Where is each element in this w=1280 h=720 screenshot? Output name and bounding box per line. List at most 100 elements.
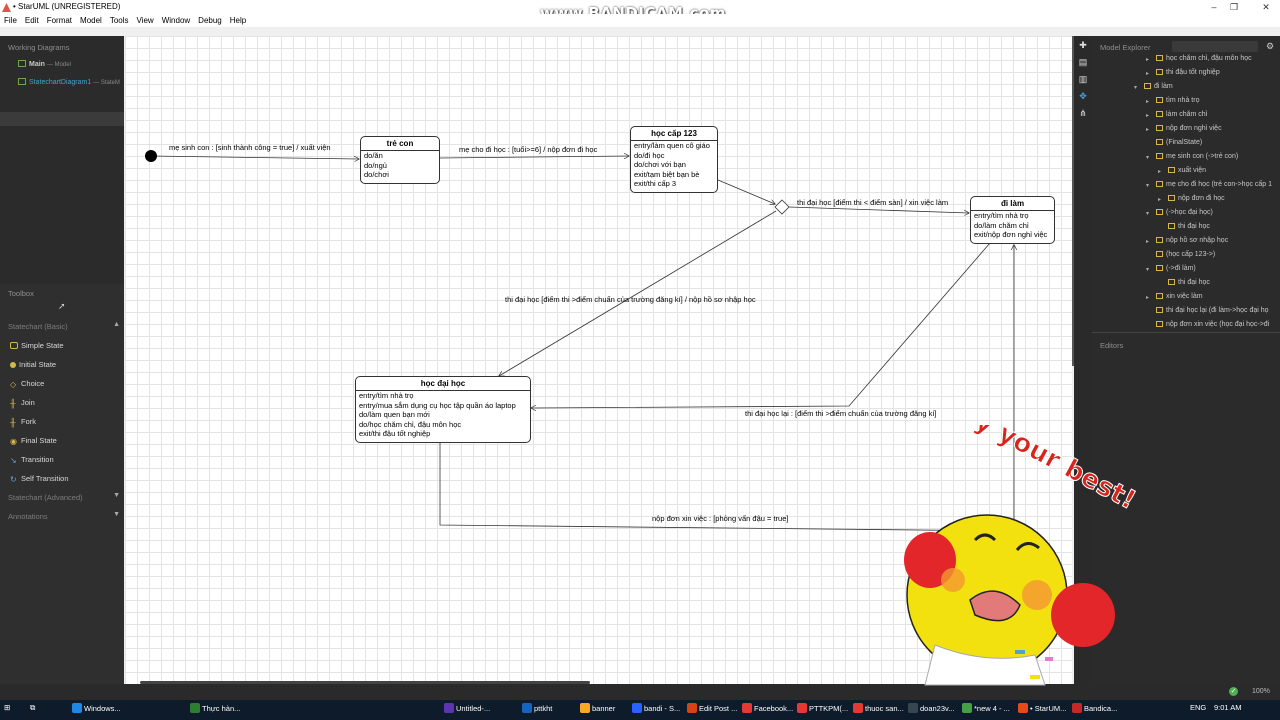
- puzzle-icon[interactable]: ✚: [1079, 40, 1087, 50]
- section-statechart-basic[interactable]: Statechart (Basic): [8, 322, 68, 331]
- model-explorer-item[interactable]: (FinalState): [1156, 139, 1202, 146]
- tree-collapse-icon[interactable]: ▾: [1146, 267, 1150, 273]
- model-explorer-item[interactable]: thi đậu tốt nghiệp: [1156, 69, 1220, 76]
- taskbar-app[interactable]: Windows...: [72, 703, 121, 713]
- model-explorer-item[interactable]: xin việc làm: [1156, 293, 1203, 300]
- state-hoc-dai-hoc[interactable]: học đại học entry/tìm nhà trọ entry/mua …: [355, 376, 531, 443]
- navigator-icon[interactable]: ✥: [1079, 91, 1087, 101]
- tree-collapse-icon[interactable]: ▾: [1146, 211, 1150, 217]
- tool-self-transition[interactable]: ↻Self Transition: [10, 474, 69, 484]
- model-explorer-item[interactable]: nộp đơn nghỉ việc: [1156, 125, 1222, 132]
- collapse-icon[interactable]: ▲: [113, 321, 120, 328]
- transition-arrow[interactable]: [439, 245, 1014, 532]
- model-explorer-item[interactable]: (->học đại học): [1156, 209, 1213, 216]
- tree-collapse-icon[interactable]: ▾: [1146, 155, 1150, 161]
- tool-final-state[interactable]: ◉Final State: [10, 436, 57, 446]
- transition-label[interactable]: mẹ sinh con : [sinh thành công = true] /…: [169, 143, 331, 152]
- pointer-tool-icon[interactable]: ➚: [58, 301, 66, 311]
- section-annotations[interactable]: Annotations: [8, 512, 48, 521]
- working-diagram-main[interactable]: Main — Model: [18, 60, 71, 68]
- transition-label[interactable]: thi đại học lại : [điểm thi >điểm chuẩn …: [745, 409, 937, 418]
- transition-arrow[interactable]: [717, 179, 775, 204]
- menu-tools[interactable]: Tools: [109, 16, 129, 25]
- taskbar-app[interactable]: Facebook...: [742, 703, 793, 713]
- model-explorer-item[interactable]: xuất viện: [1168, 167, 1206, 174]
- markdown-icon[interactable]: ▥: [1078, 74, 1088, 84]
- tree-expand-icon[interactable]: ▸: [1146, 71, 1150, 77]
- tree-expand-icon[interactable]: ▸: [1158, 197, 1162, 203]
- model-explorer-item[interactable]: đi làm: [1144, 83, 1173, 90]
- tool-join[interactable]: ╫Join: [10, 398, 35, 408]
- state-tre-con[interactable]: trẻ con do/ăn do/ngủ do/chơi: [360, 136, 440, 184]
- model-explorer-item[interactable]: tìm nhà trọ: [1156, 97, 1199, 104]
- initial-state[interactable]: [145, 150, 157, 162]
- tool-fork[interactable]: ╫Fork: [10, 417, 36, 427]
- expand-icon[interactable]: ▼: [113, 492, 120, 499]
- transition-arrow[interactable]: [531, 242, 991, 408]
- taskbar-language[interactable]: ENG: [1190, 703, 1207, 712]
- tree-expand-icon[interactable]: ▸: [1146, 113, 1150, 119]
- transition-label[interactable]: thi đại học [điểm thi >điểm chuẩn của tr…: [505, 295, 756, 304]
- transition-label[interactable]: mẹ cho đi học : [tuổi>=6] / nộp đơn đi h…: [459, 145, 598, 154]
- tree-expand-icon[interactable]: ▸: [1146, 127, 1150, 133]
- taskbar-app[interactable]: Untitled-...: [444, 703, 490, 713]
- taskbar-app[interactable]: bandi - S...: [632, 703, 680, 713]
- validation-ok-icon[interactable]: ✓: [1229, 687, 1238, 696]
- tree-collapse-icon[interactable]: ▾: [1134, 85, 1138, 91]
- model-explorer-item[interactable]: nộp đơn đi học: [1168, 195, 1225, 202]
- settings-gear-icon[interactable]: ⚙: [1266, 41, 1275, 51]
- choice-pseudostate[interactable]: [774, 199, 790, 215]
- tree-collapse-icon[interactable]: ▾: [1146, 183, 1150, 189]
- transition-label[interactable]: thi đại học [điểm thi < điểm sàn] / xin …: [797, 198, 949, 207]
- horizontal-scrollbar[interactable]: [140, 681, 590, 684]
- tree-expand-icon[interactable]: ▸: [1158, 169, 1162, 175]
- tool-transition[interactable]: ↘Transition: [10, 455, 54, 465]
- menu-format[interactable]: Format: [46, 16, 73, 25]
- menu-view[interactable]: View: [136, 16, 154, 25]
- menu-help[interactable]: Help: [229, 16, 247, 25]
- transition-arrow[interactable]: [499, 210, 777, 376]
- tree-expand-icon[interactable]: ▸: [1146, 99, 1150, 105]
- tool-simple-state[interactable]: Simple State: [10, 341, 64, 350]
- taskbar-app[interactable]: *new 4 - ...: [962, 703, 1010, 713]
- taskbar-app[interactable]: pttkht: [522, 703, 552, 713]
- menu-model[interactable]: Model: [80, 16, 102, 25]
- menu-edit[interactable]: Edit: [24, 16, 39, 25]
- state-di-lam[interactable]: đi làm entry/tìm nhà trọ do/làm chăm chỉ…: [970, 196, 1055, 244]
- transition-arrow[interactable]: [788, 206, 969, 213]
- taskbar-app[interactable]: PTTKPM(...: [797, 703, 848, 713]
- taskbar-app[interactable]: doan23v...: [908, 703, 954, 713]
- model-explorer-item[interactable]: (->đi làm): [1156, 265, 1196, 272]
- model-explorer-item[interactable]: nộp đơn xin việc (học đại học->đi: [1156, 321, 1269, 328]
- model-explorer-item[interactable]: thi đại học: [1168, 223, 1210, 230]
- taskbar-app[interactable]: Bandica...: [1072, 703, 1117, 713]
- menu-file[interactable]: File: [4, 16, 17, 25]
- vertical-scrollbar[interactable]: [1072, 36, 1074, 366]
- tree-expand-icon[interactable]: ▸: [1146, 295, 1150, 301]
- taskbar-app[interactable]: Thực hàn...: [190, 703, 240, 713]
- model-explorer-item[interactable]: (học cấp 123->): [1156, 251, 1215, 258]
- tree-expand-icon[interactable]: ▸: [1146, 57, 1150, 63]
- taskbar-app[interactable]: thuoc san...: [853, 703, 904, 713]
- share-icon[interactable]: ⋔: [1079, 108, 1087, 118]
- windows-start-icon[interactable]: ⊞: [4, 703, 11, 712]
- section-statechart-advanced[interactable]: Statechart (Advanced): [8, 493, 83, 502]
- task-view-icon[interactable]: ⧉: [30, 703, 36, 712]
- transition-arrow[interactable]: [150, 155, 359, 159]
- state-hoc-cap-123[interactable]: học cấp 123 entry/làm quen cô giáo do/đi…: [630, 126, 718, 193]
- model-explorer-item[interactable]: thi đại học: [1168, 279, 1210, 286]
- menu-window[interactable]: Window: [161, 16, 191, 25]
- model-explorer-item[interactable]: thi đại học lại (đi làm->học đại họ: [1156, 307, 1269, 314]
- model-explorer-item[interactable]: học chăm chỉ, đậu môn học: [1156, 55, 1252, 62]
- model-explorer-item[interactable]: mẹ sinh con (->trẻ con): [1156, 153, 1238, 160]
- taskbar-clock[interactable]: 9:01 AM: [1214, 703, 1242, 712]
- taskbar-app[interactable]: banner: [580, 703, 615, 713]
- taskbar-app[interactable]: Edit Post ...: [687, 703, 737, 713]
- transition-arrow[interactable]: [439, 156, 629, 158]
- menu-debug[interactable]: Debug: [198, 16, 222, 25]
- model-explorer-item[interactable]: làm chăm chỉ: [1156, 111, 1207, 118]
- tool-choice[interactable]: ◇Choice: [10, 379, 44, 389]
- working-diagram-statechart[interactable]: StatechartDiagram1 — StateM: [18, 78, 120, 86]
- model-explorer-item[interactable]: mẹ cho đi học (trẻ con->học cấp 1: [1156, 181, 1272, 188]
- layers-icon[interactable]: ▤: [1078, 57, 1088, 67]
